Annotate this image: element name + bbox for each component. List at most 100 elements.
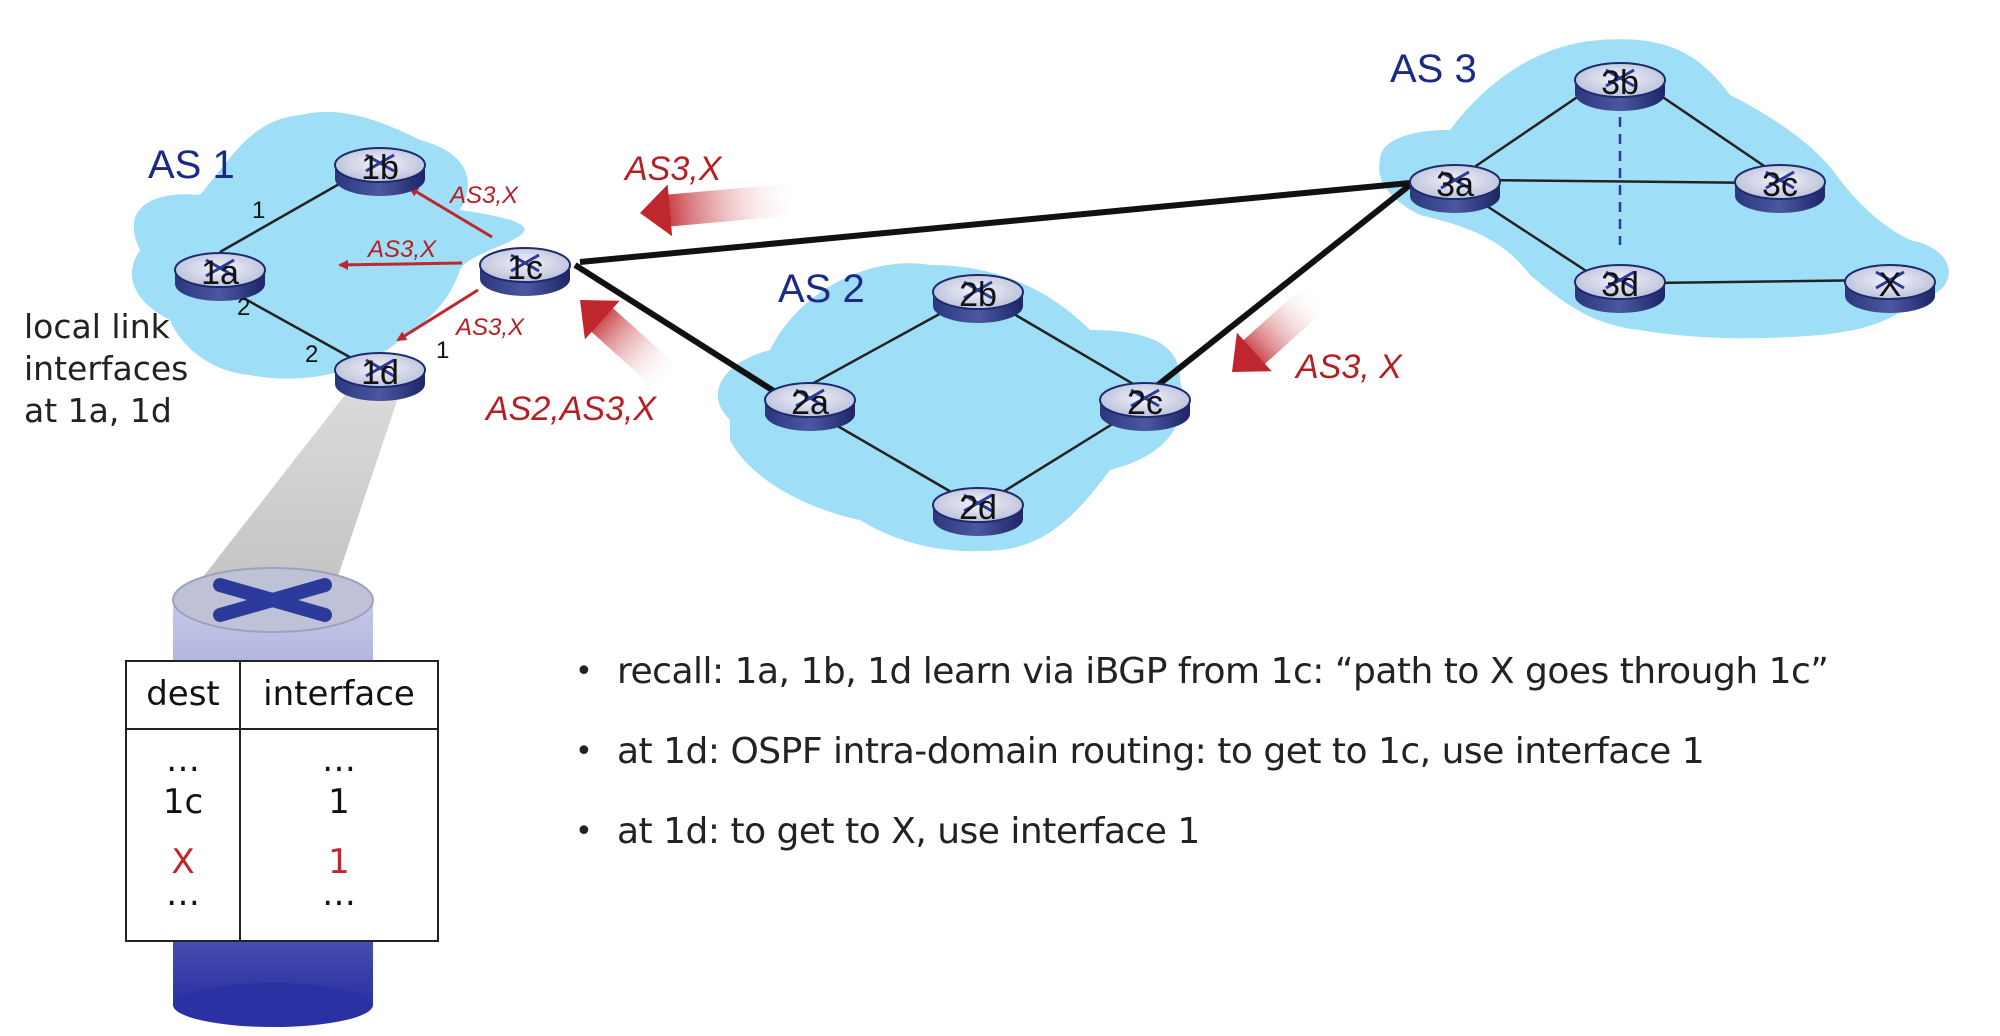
routers: 1a 1b 1c 1d 2a 2b 2c 2d 3a 3b 3c 3d X <box>174 62 1936 536</box>
router-label: 3d <box>1601 266 1639 304</box>
ad-1c-1d: AS3,X <box>454 314 525 341</box>
as3-cloud <box>1379 39 1949 339</box>
router-cross-icon <box>205 258 235 278</box>
router-2d: 2d <box>932 487 1024 536</box>
local-note-line-1: local link <box>24 307 170 346</box>
ebgp-arrow-to-2c <box>1232 283 1329 372</box>
ad-3a-1c: AS3,X <box>623 150 723 188</box>
link-2c-3a <box>1156 182 1412 388</box>
if-num-1a-1b: 1 <box>252 197 265 224</box>
ad-1c-1a: AS3,X <box>366 236 437 263</box>
link-1c-2a <box>573 262 782 398</box>
if-num-1d-left: 2 <box>305 341 318 368</box>
table-cell-interface: … <box>322 874 356 914</box>
table-cell-interface: … <box>322 740 356 780</box>
bullet-item: at 1d: OSPF intra-domain routing: to get… <box>575 728 1828 808</box>
router-cross-icon <box>213 578 332 622</box>
router-label: 3a <box>1436 166 1474 204</box>
router-cross-icon <box>1765 170 1795 190</box>
interface-numbers: 1 2 2 1 <box>237 197 449 368</box>
table-header-interface: interface <box>263 674 415 714</box>
router-cross-icon <box>963 493 993 513</box>
router-cross-icon <box>795 388 825 408</box>
link-3b-3c <box>1644 83 1771 172</box>
router-1d: 1d <box>334 352 426 401</box>
link-3a-3c <box>1479 178 1766 185</box>
as2-label: AS 2 <box>778 267 865 311</box>
router-label: X <box>1879 266 1902 304</box>
bullet-item: at 1d: to get to X, use interface 1 <box>575 808 1828 888</box>
local-link-note: local link interfaces at 1a, 1d <box>24 306 188 432</box>
forwarding-table-1d: dest interface … … 1c 1 X 1 … … <box>125 660 439 942</box>
router-label: 3b <box>1601 64 1639 102</box>
local-note-line-2: interfaces <box>24 349 189 388</box>
explanation-bullets: recall: 1a, 1b, 1d learn via iBGP from 1… <box>575 648 1829 888</box>
link-3d-x <box>1649 278 1881 285</box>
router-cross-icon <box>1605 270 1635 290</box>
ad-3a-2c: AS3, X <box>1294 348 1403 386</box>
router-cross-icon <box>963 280 993 300</box>
router-cross-icon <box>365 153 395 173</box>
router-2a: 2a <box>764 382 856 431</box>
ibgp-arrows <box>338 186 493 342</box>
advertisement-labels: AS3,X AS3,X AS3,X AS3,X AS2,AS3,X AS3, X <box>366 150 1403 428</box>
ad-1c-1b: AS3,X <box>448 182 519 209</box>
as1-label: AS 1 <box>148 143 235 187</box>
router-3b: 3b <box>1574 62 1666 111</box>
router-label: 2d <box>959 489 997 527</box>
router-label: 1d <box>361 354 399 392</box>
link-3a-3d <box>1469 193 1601 282</box>
if-num-1a-1d: 2 <box>237 294 250 321</box>
router-x: X <box>1844 264 1936 313</box>
table-cell-dest: … <box>166 874 200 914</box>
as2-cloud <box>717 263 1183 552</box>
ibgp-arrow-1c-1d <box>396 288 479 342</box>
table-cell-dest-highlighted: X <box>171 842 195 882</box>
router-label: 2b <box>959 276 997 314</box>
router-label: 1a <box>201 254 239 292</box>
as1-cloud <box>131 111 525 379</box>
ibgp-arrow-1c-1a <box>338 259 463 270</box>
table-header-divider <box>127 728 437 730</box>
router-cross-icon <box>1130 388 1160 408</box>
router-2b: 2b <box>932 274 1024 323</box>
intra-as-links <box>219 83 1881 502</box>
ibgp-arrow-1c-1b <box>408 186 493 239</box>
link-1a-1b <box>219 173 356 254</box>
local-note-line-3: at 1a, 1d <box>24 391 172 430</box>
ad-2a-1c: AS2,AS3,X <box>484 390 657 428</box>
router-label: 1b <box>361 149 399 187</box>
router-3a: 3a <box>1409 164 1501 213</box>
router-cross-icon <box>1440 170 1470 190</box>
bullet-item: recall: 1a, 1b, 1d learn via iBGP from 1… <box>575 648 1829 728</box>
router-3d: 3d <box>1574 264 1666 313</box>
router-3c: 3c <box>1734 164 1826 213</box>
table-header-dest: dest <box>146 674 220 714</box>
ebgp-arrow-to-1c-bottom <box>580 300 680 393</box>
zoom-beam <box>185 392 400 600</box>
table-cell-dest: 1c <box>162 782 204 822</box>
router-label: 2a <box>791 384 829 422</box>
ebgp-arrow-to-1c-top <box>640 183 801 237</box>
router-2c: 2c <box>1099 382 1191 431</box>
table-cell-interface-highlighted: 1 <box>328 842 350 882</box>
router-cross-icon <box>510 253 540 273</box>
as-labels: AS 1 AS 2 AS 3 <box>148 47 1477 311</box>
link-1c-3a <box>579 180 1411 265</box>
table-cell-dest: … <box>166 740 200 780</box>
table-column-divider <box>239 662 241 940</box>
router-label: 2c <box>1127 384 1163 422</box>
router-1a: 1a <box>174 252 266 301</box>
router-cross-icon <box>1875 270 1905 290</box>
router-1b: 1b <box>334 147 426 196</box>
as3-label: AS 3 <box>1390 47 1477 91</box>
if-num-1d-right: 1 <box>436 337 449 364</box>
link-3a-3b <box>1469 83 1596 172</box>
router-label: 3c <box>1762 166 1798 204</box>
router-label: 1c <box>507 249 543 287</box>
router-cross-icon <box>1605 68 1635 88</box>
router-cross-icon <box>365 358 395 378</box>
table-cell-interface: 1 <box>328 782 350 822</box>
router-1c: 1c <box>479 247 571 296</box>
